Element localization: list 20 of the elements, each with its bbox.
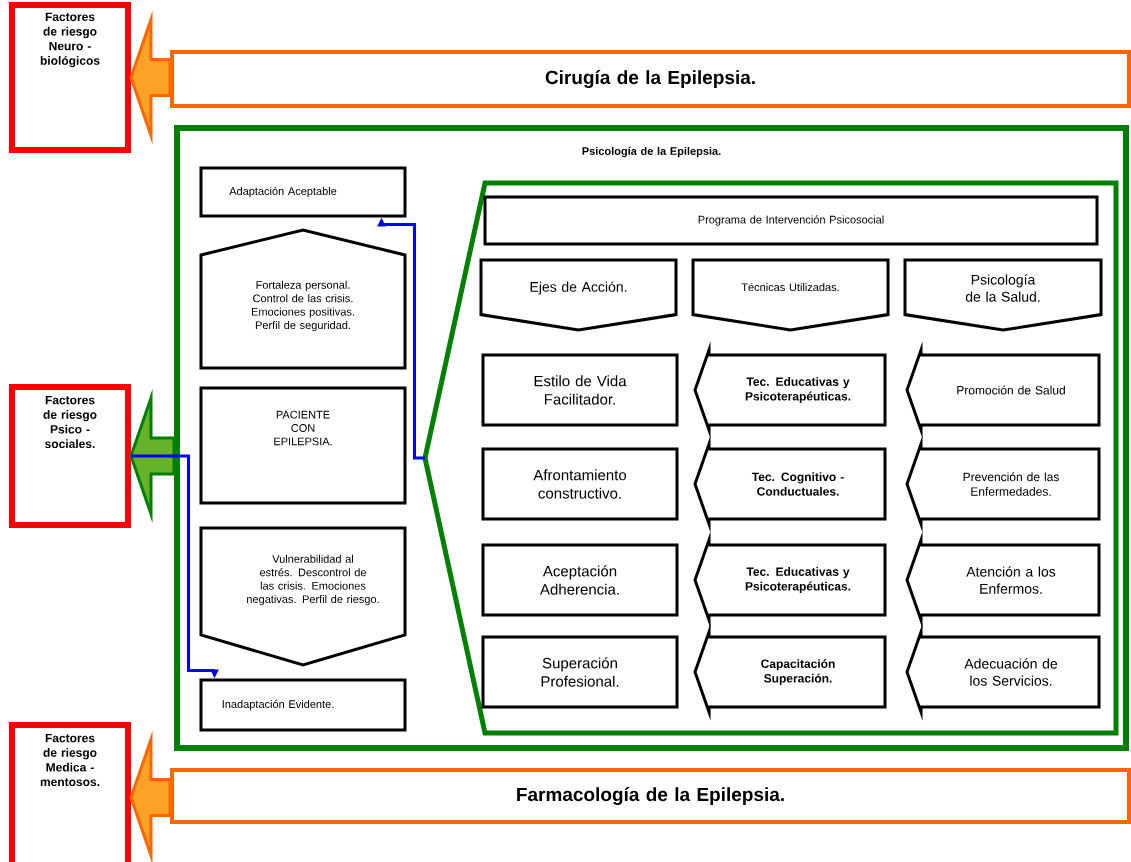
risk-factor-box: Factores de riesgo Neuro - biológicos [9,2,131,153]
block-arrow [129,730,172,862]
column-header: Ejes de Acción. [479,258,678,332]
block-arrow [129,10,172,145]
outcome-box: Inadaptación Evidente. [199,678,407,732]
outcome-box: Adaptación Aceptable [199,166,407,218]
process-box: Estilo de Vida Facilitador. [481,353,679,427]
column-header: Psicología de la Salud. [903,258,1103,332]
process-box: Aceptación Adherencia. [481,543,679,617]
process-box: Superación Profesional. [481,635,679,709]
risk-factor-box: Factores de riesgo Medica - mentosos. [9,722,131,862]
pentagon-box: Fortaleza personal. Control de las crisis. Emociones positivas. Perfil de seguridad. [199,228,407,370]
process-box: Afrontamiento constructivo. [481,447,679,521]
banner: Farmacología de la Epilepsia. [170,768,1131,824]
title-box: Programa de Intervención Psicosocial [483,195,1099,246]
banner: Cirugía de la Epilepsia. [170,50,1131,108]
patient-box: PACIENTE CON EPILEPSIA. [199,386,407,505]
risk-factor-box: Factores de riesgo Psico - sociales. [9,384,131,528]
column-header: Técnicas Utilizadas. [691,258,890,332]
block-arrow [129,389,176,523]
